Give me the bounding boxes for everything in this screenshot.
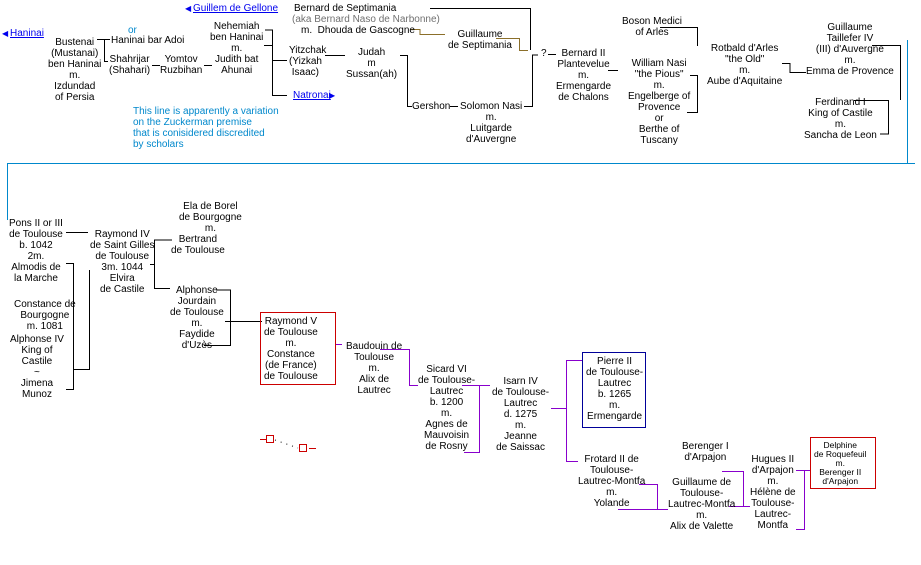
- guillaume-de-toulouse-lautrec-montfa: Guillaume de Toulouse- Lautrec-Montfa m.…: [668, 477, 736, 532]
- haninai-link[interactable]: Haninai: [10, 28, 44, 39]
- bertrand-de-toulouse: Bertrand de Toulouse: [171, 234, 225, 256]
- delphine-box: [810, 437, 876, 489]
- yomtov-ruzbihan: Yomtov Ruzbihan: [160, 54, 203, 76]
- delphine-de-roquefeuil: Delphine de Roquefeuil m. Berenger II d'…: [814, 440, 867, 486]
- m-dhouda-de-gascogne: m. Dhouda de Gascogne: [301, 25, 415, 36]
- alphonse-jourdain: Alphonse Jourdain de Toulouse m. Faydide…: [170, 285, 224, 351]
- boson-medici: Boson Medici of Arles: [622, 16, 683, 38]
- question-mark: ?: [541, 48, 547, 59]
- rotbald-darles: Rotbald d'Arles "the Old" m. Aube d'Aqui…: [707, 43, 783, 87]
- constance-de-bourgogne: Constance de Bourgogne m. 1081: [14, 299, 76, 332]
- back-arrow-icon-2[interactable]: ◀: [2, 29, 9, 38]
- back-arrow-icon[interactable]: ◀: [185, 4, 192, 13]
- bernard-ii-plantevelue: Bernard II Plantevelue m. Ermengarde de …: [556, 48, 612, 103]
- purple-connectors: [336, 344, 810, 530]
- hugues-ii: Hugues II d'Arpajon m. Hélène de Toulous…: [750, 454, 796, 531]
- ela-de-borel: Ela de Borel de Bourgogne m.: [179, 201, 242, 234]
- or-label: or: [128, 25, 137, 36]
- raymond-v: Raymond V de Toulouse m. Constance (de F…: [264, 316, 318, 382]
- frotard-ii: Frotard II de Toulouse- Lautrec-Montfa m…: [578, 454, 646, 509]
- sicard-vi: Sicard VI de Toulouse- Lautrec b. 1200 m…: [418, 364, 476, 452]
- natronai-link[interactable]: Natronai: [293, 90, 331, 101]
- pierre-ii: Pierre II de Toulouse- Lautrec b. 1265 m…: [586, 356, 644, 422]
- aka-bernard-naso: (aka Bernard Naso de Narbonne): [292, 14, 440, 25]
- guillaume-de-septimania: Guillaume de Septimania: [448, 29, 512, 51]
- ferdinand-i: Ferdinand I King of Castile m. Sancha de…: [804, 97, 877, 141]
- raymond-v-box: [260, 312, 336, 385]
- pierre-ii-box: [582, 352, 646, 428]
- guillem-de-gellone-link[interactable]: Guillem de Gellone: [193, 3, 279, 14]
- shahrijar: Shahrijar (Shahari): [109, 54, 151, 76]
- judah: Judah m Sussan(ah): [346, 47, 398, 80]
- berenger-i: Berenger I d'Arpajon: [682, 441, 729, 463]
- olive-connectors: [410, 29, 528, 51]
- legend-box-right-icon: [299, 444, 307, 452]
- william-nasi: William Nasi "the Pious" m. Engelberge o…: [628, 58, 691, 146]
- legend-box-left-icon: [266, 435, 274, 443]
- legend-connector: [274, 439, 299, 449]
- alphonse-iv-castile: Alphonse IV King of Castile ~ Jimena Mun…: [10, 334, 64, 400]
- yitzchak: Yitzchak (Yizkah Isaac): [289, 45, 327, 78]
- nehemiah: Nehemiah ben Haninai m. Judith bat Ahuna…: [210, 21, 264, 76]
- isarn-iv: Isarn IV de Toulouse- Lautrec d. 1275 m.…: [492, 376, 550, 453]
- haninai-bar-adoi: Haninai bar Adoi: [111, 35, 185, 46]
- bernard-de-septimania: Bernard de Septimania: [294, 3, 397, 14]
- bustenai: Bustenai (Mustanai) ben Haninai m. Izdun…: [48, 37, 102, 103]
- baudouin-de-toulouse: Baudouin de Toulouse m. Alix de Lautrec: [346, 341, 403, 396]
- forward-arrow-icon[interactable]: ▶: [329, 91, 336, 100]
- solomon-nasi: Solomon Nasi m. Luitgarde d'Auvergne: [460, 101, 523, 145]
- guillaume-taillefer-iv: Guillaume Taillefer IV (III) d'Auvergne …: [806, 22, 894, 77]
- raymond-iv: Raymond IV de Saint Gilles de Toulouse 3…: [90, 229, 155, 295]
- pons-ii-or-iii: Pons II or III de Toulouse b. 1042 2m. A…: [9, 218, 63, 284]
- blue-connectors: [7, 40, 915, 220]
- black-connectors: [66, 8, 901, 390]
- gershon: Gershon: [412, 101, 451, 112]
- discredited-note: This line is apparently a variation on t…: [133, 106, 279, 150]
